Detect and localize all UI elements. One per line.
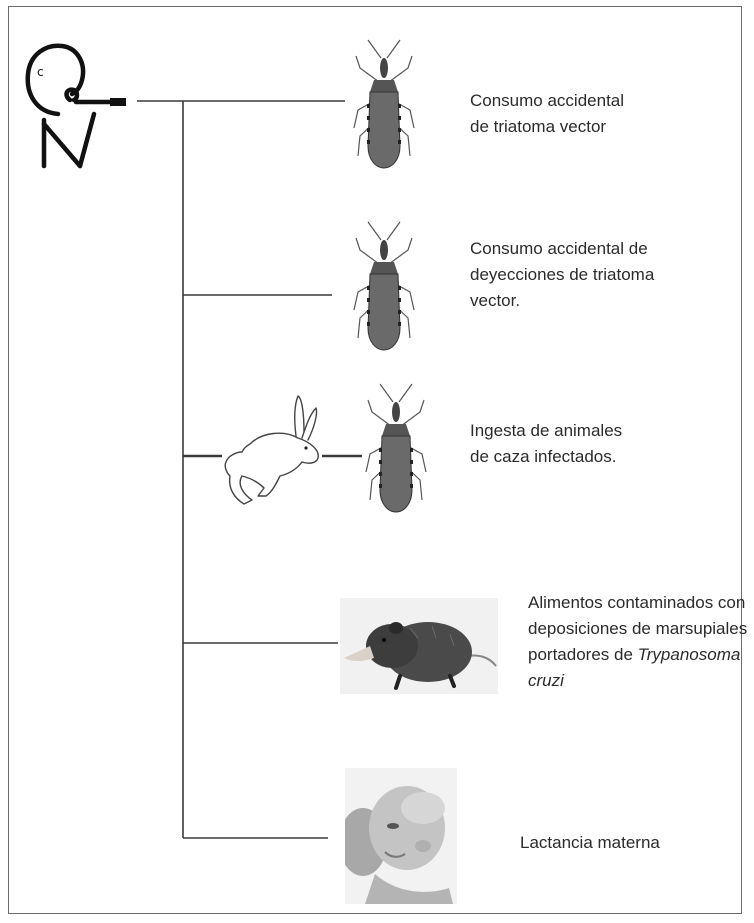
svg-text:c: c — [37, 65, 44, 79]
opossum-icon — [340, 598, 498, 694]
triatomine-bug-icon — [352, 38, 416, 170]
breastfeeding-baby-icon — [345, 768, 457, 904]
eating-person-icon: c — [20, 38, 130, 173]
triatomine-bug-icon — [352, 220, 416, 352]
label-row-3: Ingesta de animales de caza infectados. — [470, 418, 622, 470]
triatomine-bug-icon — [364, 382, 428, 514]
label-row-2: Consumo accidental de deyecciones de tri… — [470, 236, 654, 314]
label-row-4: Alimentos contaminados con deposiciones … — [528, 590, 747, 694]
rabbit-icon — [222, 392, 324, 510]
label-row-5: Lactancia materna — [520, 830, 660, 856]
label-row-1: Consumo accidental de triatoma vector — [470, 88, 624, 140]
